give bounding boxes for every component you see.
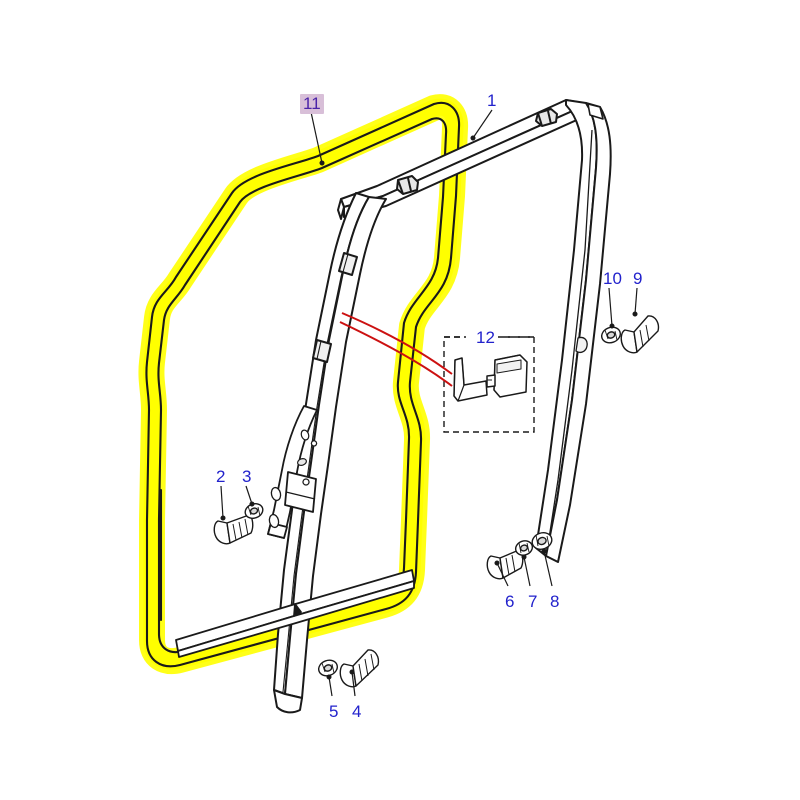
leader-1 (470, 109, 493, 141)
callout-2[interactable]: 2 (216, 467, 226, 486)
leader-7 (521, 554, 531, 587)
b-pillar-reinforcement-bracket[interactable] (267, 405, 318, 539)
bolt-6[interactable] (486, 549, 524, 580)
bolt-9[interactable] (620, 315, 660, 354)
callout-1[interactable]: 1 (487, 91, 497, 110)
leader-2 (220, 485, 226, 521)
washer-10[interactable] (600, 325, 623, 346)
spring-washer-7[interactable] (514, 539, 535, 558)
bolt-2[interactable] (213, 514, 254, 545)
callout-10[interactable]: 10 (603, 269, 622, 288)
leader-3 (245, 485, 255, 507)
leader-6 (494, 560, 509, 587)
callout-leader-lines (220, 109, 638, 697)
lower-belt-rail[interactable] (175, 569, 415, 658)
retaining-clip-assembly[interactable] (453, 354, 528, 402)
callout-8[interactable]: 8 (550, 592, 560, 611)
leader-4 (349, 669, 356, 697)
b-pillar-division-channel[interactable] (273, 192, 387, 714)
callout-5[interactable]: 5 (329, 702, 339, 721)
washer-5[interactable] (317, 658, 340, 679)
rear-door-frame-channel[interactable] (535, 99, 612, 563)
callout-12[interactable]: 12 (476, 328, 495, 347)
leader-11 (310, 111, 325, 166)
leader-5 (326, 674, 333, 697)
leader-8 (541, 548, 553, 587)
callout-3[interactable]: 3 (242, 467, 252, 486)
callout-4[interactable]: 4 (352, 702, 362, 721)
bolt-4[interactable] (339, 649, 380, 688)
leader-10 (608, 287, 615, 329)
callout-11[interactable]: 11 (300, 94, 324, 114)
washer-8[interactable] (530, 530, 554, 552)
callout-6[interactable]: 6 (505, 592, 515, 611)
callout-9[interactable]: 9 (633, 269, 643, 288)
callout-7[interactable]: 7 (528, 592, 538, 611)
rear-frame-top-return (587, 103, 604, 120)
leader-9 (632, 287, 638, 317)
clip-location-leader-lines (339, 312, 453, 387)
seal-highlight-stroke (138, 94, 469, 674)
